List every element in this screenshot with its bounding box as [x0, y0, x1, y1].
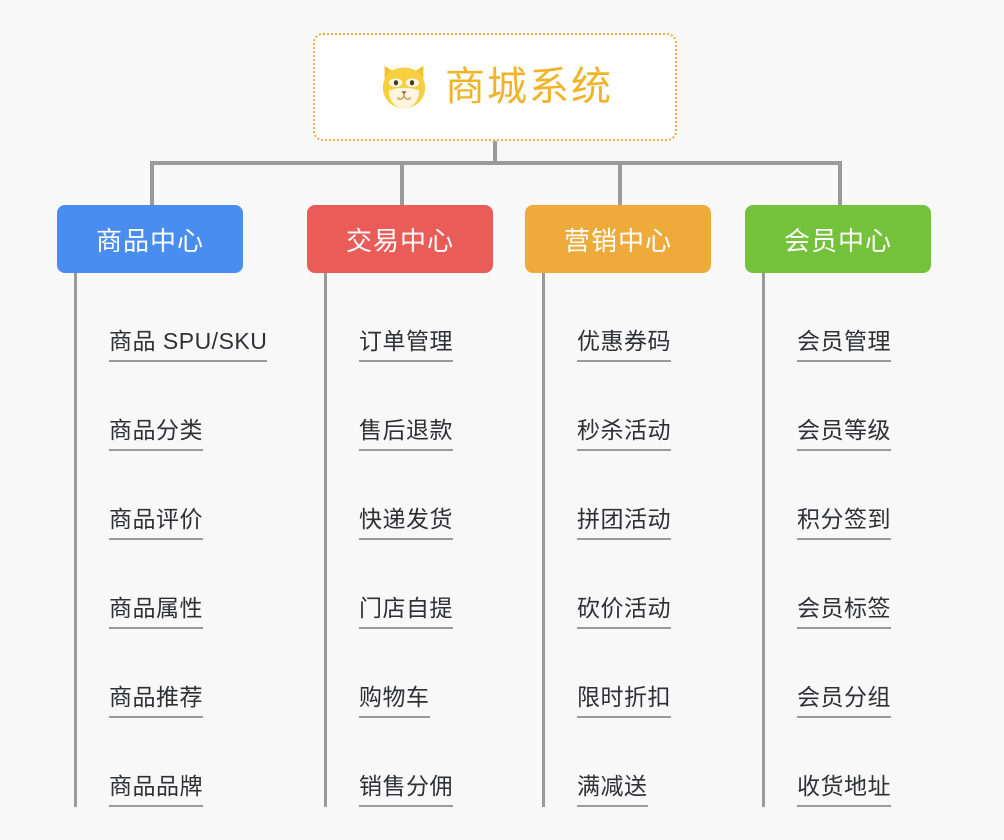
leaf-label: 拼团活动: [577, 506, 671, 540]
list-item[interactable]: 限时折扣: [545, 629, 711, 718]
leaf-label: 收货地址: [797, 773, 891, 807]
list-item[interactable]: 快递发货: [327, 451, 493, 540]
list-item[interactable]: 会员管理: [765, 273, 931, 362]
leaf-list-product-center: 商品 SPU/SKU 商品分类 商品评价 商品属性 商品推荐 商品品牌: [74, 273, 268, 807]
leaf-label: 购物车: [359, 684, 430, 718]
list-item[interactable]: 商品推荐: [77, 629, 243, 718]
leaf-label: 满减送: [577, 773, 648, 807]
category-header-marketing-center[interactable]: 营销中心: [525, 205, 711, 273]
list-item[interactable]: 会员分组: [765, 629, 931, 718]
list-item[interactable]: 积分签到: [765, 451, 931, 540]
category-header-trade-center[interactable]: 交易中心: [307, 205, 493, 273]
category-label: 会员中心: [783, 225, 892, 256]
branch-column-member-center: 会员中心 会员管理 会员等级 积分签到 会员标签 会员分组 收货地址: [745, 205, 931, 807]
category-label: 营销中心: [563, 225, 672, 256]
list-item[interactable]: 砍价活动: [545, 540, 711, 629]
branch-column-trade-center: 交易中心 订单管理 售后退款 快递发货 门店自提 购物车 销售分佣: [307, 205, 493, 807]
connector-drop-trade: [400, 161, 404, 207]
leaf-label: 商品推荐: [109, 684, 203, 718]
list-item[interactable]: 商品属性: [77, 540, 243, 629]
connector-drop-member: [838, 161, 842, 207]
list-item[interactable]: 会员标签: [765, 540, 931, 629]
list-item[interactable]: 售后退款: [327, 362, 493, 451]
list-item[interactable]: 会员等级: [765, 362, 931, 451]
list-item[interactable]: 门店自提: [327, 540, 493, 629]
leaf-label: 商品属性: [109, 595, 203, 629]
shiba-dog-face-icon: [377, 60, 431, 114]
list-item[interactable]: 优惠券码: [545, 273, 711, 362]
root-title: 商城系统: [445, 65, 613, 109]
list-item[interactable]: 商品品牌: [77, 718, 243, 807]
list-item[interactable]: 商品 SPU/SKU: [77, 273, 268, 362]
leaf-label: 商品品牌: [109, 773, 203, 807]
leaf-list-member-center: 会员管理 会员等级 积分签到 会员标签 会员分组 收货地址: [762, 273, 931, 807]
category-label: 商品中心: [95, 225, 204, 256]
category-header-member-center[interactable]: 会员中心: [745, 205, 931, 273]
list-item[interactable]: 订单管理: [327, 273, 493, 362]
leaf-label: 会员分组: [797, 684, 891, 718]
connector-drop-product: [150, 161, 154, 207]
leaf-label: 会员等级: [797, 417, 891, 451]
leaf-label: 会员标签: [797, 595, 891, 629]
leaf-label: 限时折扣: [577, 684, 671, 718]
list-item[interactable]: 秒杀活动: [545, 362, 711, 451]
list-item[interactable]: 商品分类: [77, 362, 243, 451]
leaf-label: 商品分类: [109, 417, 203, 451]
list-item[interactable]: 满减送: [545, 718, 711, 807]
list-item[interactable]: 购物车: [327, 629, 493, 718]
connector-drop-marketing: [618, 161, 622, 207]
leaf-label: 优惠券码: [577, 328, 671, 362]
leaf-label: 门店自提: [359, 595, 453, 629]
leaf-label: 积分签到: [797, 506, 891, 540]
list-item[interactable]: 收货地址: [765, 718, 931, 807]
branch-column-product-center: 商品中心 商品 SPU/SKU 商品分类 商品评价 商品属性 商品推荐 商品品牌: [57, 205, 268, 807]
leaf-label: 商品 SPU/SKU: [109, 328, 268, 362]
leaf-label: 商品评价: [109, 506, 203, 540]
leaf-list-marketing-center: 优惠券码 秒杀活动 拼团活动 砍价活动 限时折扣 满减送: [542, 273, 711, 807]
leaf-label: 售后退款: [359, 417, 453, 451]
branch-column-marketing-center: 营销中心 优惠券码 秒杀活动 拼团活动 砍价活动 限时折扣 满减送: [525, 205, 711, 807]
category-header-product-center[interactable]: 商品中心: [57, 205, 243, 273]
connector-horizontal-bus: [150, 161, 842, 165]
leaf-label: 订单管理: [359, 328, 453, 362]
leaf-label: 快递发货: [359, 506, 453, 540]
leaf-label: 销售分佣: [359, 773, 453, 807]
list-item[interactable]: 商品评价: [77, 451, 243, 540]
leaf-label: 秒杀活动: [577, 417, 671, 451]
root-node-shop-system[interactable]: 商城系统: [313, 33, 677, 141]
leaf-label: 砍价活动: [577, 595, 671, 629]
list-item[interactable]: 销售分佣: [327, 718, 493, 807]
leaf-list-trade-center: 订单管理 售后退款 快递发货 门店自提 购物车 销售分佣: [324, 273, 493, 807]
list-item[interactable]: 拼团活动: [545, 451, 711, 540]
leaf-label: 会员管理: [797, 328, 891, 362]
connector-root-stem: [493, 141, 497, 164]
category-label: 交易中心: [345, 225, 454, 256]
